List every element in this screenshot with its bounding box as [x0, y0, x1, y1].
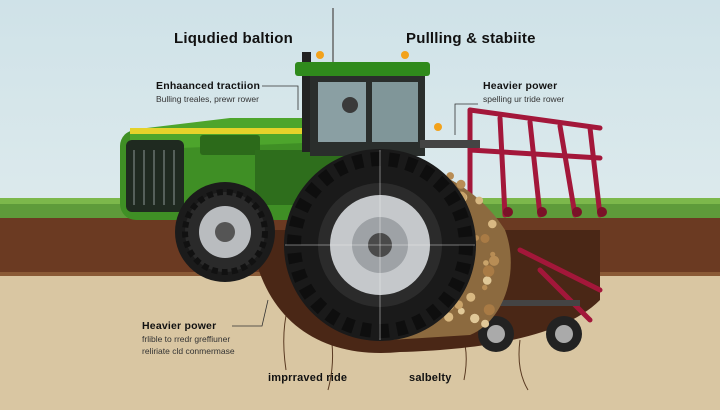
soil-pebble	[482, 265, 495, 277]
soil-pebble	[483, 304, 495, 316]
plough-implement	[467, 107, 603, 323]
label-stability: salbelty	[409, 372, 452, 384]
soil-pebble	[456, 179, 466, 189]
soil-pebble	[482, 284, 488, 291]
label-power-left-title: Heavier power	[142, 320, 217, 332]
label-power-left-sub2: reliriate cld conmermase	[142, 346, 235, 356]
soil-pebble	[488, 219, 497, 229]
soil-pebble	[475, 196, 484, 205]
plough-discs	[503, 207, 607, 217]
label-power-right-sub: spelling ur tride rower	[483, 94, 565, 104]
exhaust-pipe	[302, 52, 311, 152]
soil-pebble	[470, 313, 480, 324]
soil-pebble	[457, 307, 465, 315]
label-traction-title: Enhaanced tractiion	[156, 80, 261, 92]
callout-leaders	[232, 85, 478, 327]
soil-pebble	[480, 234, 490, 243]
soil-pebble	[481, 319, 490, 328]
soil-pebble	[489, 255, 500, 266]
soil-pebble	[444, 312, 454, 322]
label-traction-sub: Bulling treales, prewr rower	[156, 94, 259, 104]
rear-wheel	[284, 149, 476, 341]
soil-pebble	[490, 251, 496, 257]
label-power-right-title: Heavier power	[483, 80, 558, 92]
label-top-left: Liqudied baltion	[174, 30, 294, 47]
front-wheel	[175, 182, 275, 282]
hitch-arm	[420, 123, 480, 148]
soil-pebble	[483, 260, 489, 266]
soil-pebble	[482, 276, 492, 285]
tractor-cab	[295, 51, 430, 156]
label-ride: imprraved ride	[268, 372, 348, 384]
soil-pebble	[466, 292, 476, 302]
label-top-right: Pullling & stabiite	[406, 30, 536, 47]
label-power-left-sub1: frlible to rredr greffiuner	[142, 334, 231, 344]
